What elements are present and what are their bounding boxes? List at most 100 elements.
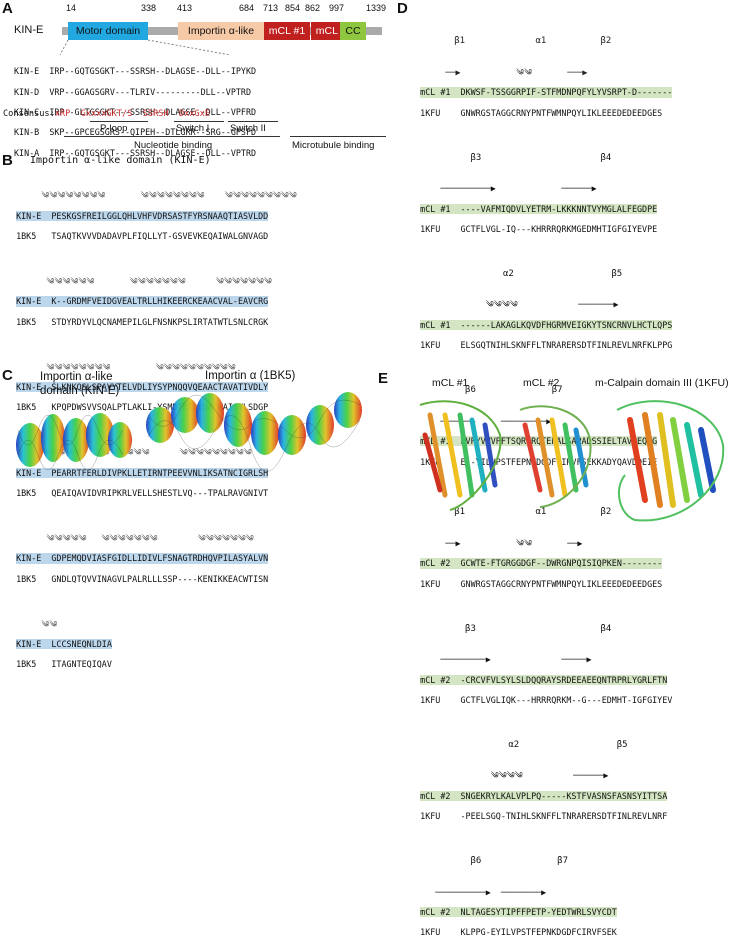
d-row-b: 1KFU GNWRGSTAGGCRNYPNTFWMNPQYLIKLEEEDEDE… — [420, 107, 663, 118]
d-block-arrows: ──▶ ༄༄ ──▶ — [400, 537, 583, 548]
microtubule-bracket — [290, 136, 386, 137]
helix-symbols: ༄༄༄༄༄ ༄༄༄༄༄༄༄ ༄༄༄༄༄༄༄ — [6, 532, 254, 543]
d-row-b: 1KFU KLPPG-EYILVPSTFEPNKDGDFCIRVFSEK — [420, 927, 617, 938]
mcl1-structure-image — [419, 400, 502, 511]
helix-symbols: ༄༄༄༄༄༄༄༄ ༄༄༄༄༄༄༄༄ ༄༄༄༄༄༄༄༄༄ — [6, 190, 297, 201]
b-row: KIN-E LCCSNEQNLDIA — [16, 638, 112, 650]
alignment-row: KIN-B SKP--GPCEGSGRS--QIPEH--DTLGRR--SRG… — [14, 127, 257, 138]
tick-862: 862 — [305, 3, 321, 13]
cc-domain: CC — [340, 22, 366, 40]
helix-symbols: ༄༄༄༄༄༄ ༄༄༄༄༄༄༄ ༄༄༄༄༄༄༄ — [6, 276, 272, 287]
calpain-structure-image — [616, 400, 725, 522]
left-title-line1: Importin α-like — [40, 371, 113, 383]
protein-label: KIN-E — [14, 24, 44, 36]
d-block-arrows: ──────────▶ ──────▶ — [400, 183, 597, 194]
connector-lines — [59, 39, 231, 56]
d-row-a: mCL #1 DKWSF-TSSGGRPIF-STFMDNPQFYLYVSRPT… — [420, 87, 673, 98]
b-row: KIN-E SLKNKQSLSPAVYTELVDLIYSYPNQQVQEAACT… — [16, 382, 269, 393]
mcl1-title: mCL #1 — [432, 377, 469, 389]
nucleotide-label: Nucleotide binding — [134, 140, 213, 151]
nucleotide-bracket — [64, 136, 280, 137]
d-row-a: mCL #2 GCWTE-FTGRGGDGF--DWRGNPQISIQPKEN-… — [420, 558, 663, 569]
b-row: 1BK5 ITAGNTEQIQAV — [16, 659, 112, 670]
d-row-a: mCL #2 NLTAGESYTIPFFPETP-YEDTWRLSVYCDT — [420, 907, 617, 918]
panel-b-title: Importin α-like domain (KIN-E) — [30, 155, 211, 166]
tick-14: 14 — [66, 3, 77, 13]
tick-997: 997 — [329, 3, 345, 13]
panel-c-right-title: Importin α (1BK5) — [205, 370, 296, 382]
d-block: β3 β4 ──────────▶ ──────▶ mCL #1 ----VAF… — [400, 132, 730, 244]
d-row-b: 1KFU GCTFLVGLIQK---HRRRQRKM--G---EDMHT-I… — [420, 695, 673, 705]
left-title-line2: domain (KIN-E) — [40, 385, 120, 397]
switch1-bracket — [174, 121, 224, 122]
helix-symbols: ༄༄༄༄༄༄༄༄ ༄༄༄༄༄༄༄༄༄༄ — [6, 361, 236, 372]
switch2-label: Switch II — [230, 123, 266, 134]
panel-d-letter: D — [397, 0, 408, 17]
d-block: α2 β5 ༄༄༄༄ ───────▶ mCL #1 ------LAKAGLK… — [400, 248, 730, 360]
d-row-a: mCL #1 ----VAFMIQDVLYETRM-LKKKNNTVYMGLAL… — [420, 203, 658, 214]
tick-854: 854 — [285, 3, 301, 13]
d-row-b: 1KFU -PEELSGQ-TNIHLSKNFFLTNRARERSDTFINLR… — [420, 811, 668, 822]
panel-e-letter: E — [378, 370, 389, 387]
b-row: 1BK5 GNDLQTQVVINAGVLPALRLLLSSP----KENIKK… — [16, 573, 269, 584]
alignment-row: KIN-A IRP--GQTGSGKT---SSRSH--DLAGSE--DLL… — [14, 147, 257, 158]
alignment-row: KIN-D VRP--GGAGSGRV---TLRIV---------DLL-… — [14, 86, 251, 97]
d-block-labels: α2 β5 — [502, 268, 623, 279]
d-block: α2 β5 ༄༄༄༄ ──────▶ mCL #2 SNGEKRYLKALVPL… — [400, 719, 730, 831]
microtubule-label: Microtubule binding — [292, 140, 375, 151]
alignment-row: KIN-E IRP--GQTGSGKT---SSRSH--DLAGSE--DLL… — [14, 66, 257, 77]
b-row: KIN-E PEARRTFERLDIVPKLLETIRNTPEEVVNLIKSA… — [16, 467, 269, 478]
b-row: 1BK5 QEAIQAVIDVRIPKRLVELLSHESTLVQ---TPAL… — [16, 488, 269, 499]
d-block-arrows: ༄༄༄༄ ───────▶ — [400, 299, 619, 310]
d-block-labels: β1 α1 β2 — [454, 36, 612, 47]
b-row: KIN-E K--GRDMFVEIDGVEALTRLLHIKEERCKEAACV… — [16, 296, 269, 307]
d-row-b: 1KFU GCTFLVGL-IQ---KHRRRQRKMGEDMHTIGFGIY… — [420, 224, 658, 235]
tick-338: 338 — [141, 3, 157, 13]
mcl2-structure-image — [519, 405, 592, 508]
motor-domain: Motor domain — [68, 22, 148, 40]
kine-importin-structure-image — [16, 413, 132, 471]
d-block-arrows: ──▶ ༄༄ ───▶ — [400, 67, 588, 78]
d-block-labels: β1 α1 β2 — [454, 507, 612, 518]
switch1-label: Switch I — [176, 123, 210, 134]
d-block-labels: β6 β7 — [465, 385, 563, 396]
mcl1-domain: mCL #1 — [264, 22, 310, 40]
d-block-labels: β6 β7 — [470, 856, 568, 867]
d-row-b: 1KFU GNWRGSTAGGCRNYPNTFWMNPQYLIKLEEEDEDE… — [420, 578, 663, 589]
importin-1bk5-structure-image — [146, 392, 362, 472]
panel-a-alignment: KIN-E IRP--GQTGSGKT---SSRSH--DLAGSE--DLL… — [14, 56, 256, 168]
d-block: β1 α1 β2 ──▶ ༄༄ ───▶ mCL #1 DKWSF-TSSGGR… — [400, 16, 730, 128]
panel-b-letter: B — [2, 152, 13, 169]
consensus-row: Consensus:xRP GxxxxGKT/S SSRSH DxxGxE — [3, 109, 211, 119]
d-block-labels: β3 β4 — [465, 623, 612, 634]
d-block-arrows: ༄༄༄༄ ──────▶ — [400, 770, 609, 781]
p-loop-bracket — [90, 121, 148, 122]
d-block: β3 β4 ─────────▶ ─────▶ mCL #2 -CRCVFVLS… — [400, 603, 730, 715]
d-row-b: 1KFU ELSGQTNIHLSKNFFLTNRARERSDTFINLREVLN… — [420, 340, 673, 351]
alignment-row: KIN-C IRP--GLTGSGKT---SSRSH--DLAGSE--DLL… — [14, 107, 257, 118]
tick-684: 684 — [239, 3, 255, 13]
d-row-a: mCL #1 ------LAKAGLKQVDFHGRMVEIGKYTSNCRN… — [420, 319, 673, 331]
tick-713: 713 — [263, 3, 279, 13]
mcl2-title: mCL #2 — [523, 377, 560, 389]
tick-413: 413 — [177, 3, 193, 13]
b-row: 1BK5 STDYRDYVLQCNAMEPILGLFNSNKPSLIRTATWT… — [16, 316, 269, 327]
d-block-arrows: ─────────▶ ─────▶ — [400, 654, 592, 665]
calpain-title: m-Calpain domain III (1KFU) — [595, 377, 729, 389]
b-row: KIN-E PESKGSFREILGGLQHLVHFVDRSASTFYRSNAA… — [16, 210, 269, 222]
d-row-a: mCL #2 -CRCVFVLSYLSLDQQRAYSRDEEAEEQNTRPR… — [420, 674, 668, 685]
tick-1339: 1339 — [366, 3, 387, 13]
switch2-bracket — [228, 121, 278, 122]
b-row: 1BK5 TSAQTKVVVDADAVPLFIQLLYT-GSVEVKEQAIW… — [16, 231, 269, 242]
helix-symbols: ༄༄ — [6, 618, 58, 629]
d-block-arrows: ──────▶ ─────────▶ — [400, 415, 552, 426]
d-block-arrows: ──────────▶ ────────▶ — [400, 886, 547, 897]
d-block-labels: β3 β4 — [470, 152, 612, 163]
d-block: β6 β7 ──────────▶ ────────▶ mCL #2 NLTAG… — [400, 836, 730, 948]
importin-domain: Importin α-like — [178, 22, 264, 40]
p-loop-label: P-loop — [100, 123, 128, 134]
panel-c-left-title: Importin α-like domain (KIN-E) — [40, 370, 119, 398]
d-block-labels: α2 β5 — [508, 739, 628, 750]
panel-c-letter: C — [2, 367, 13, 384]
d-row-a: mCL #2 SNGEKRYLKALVPLPQ-----KSTFVASNSFAS… — [420, 790, 668, 802]
